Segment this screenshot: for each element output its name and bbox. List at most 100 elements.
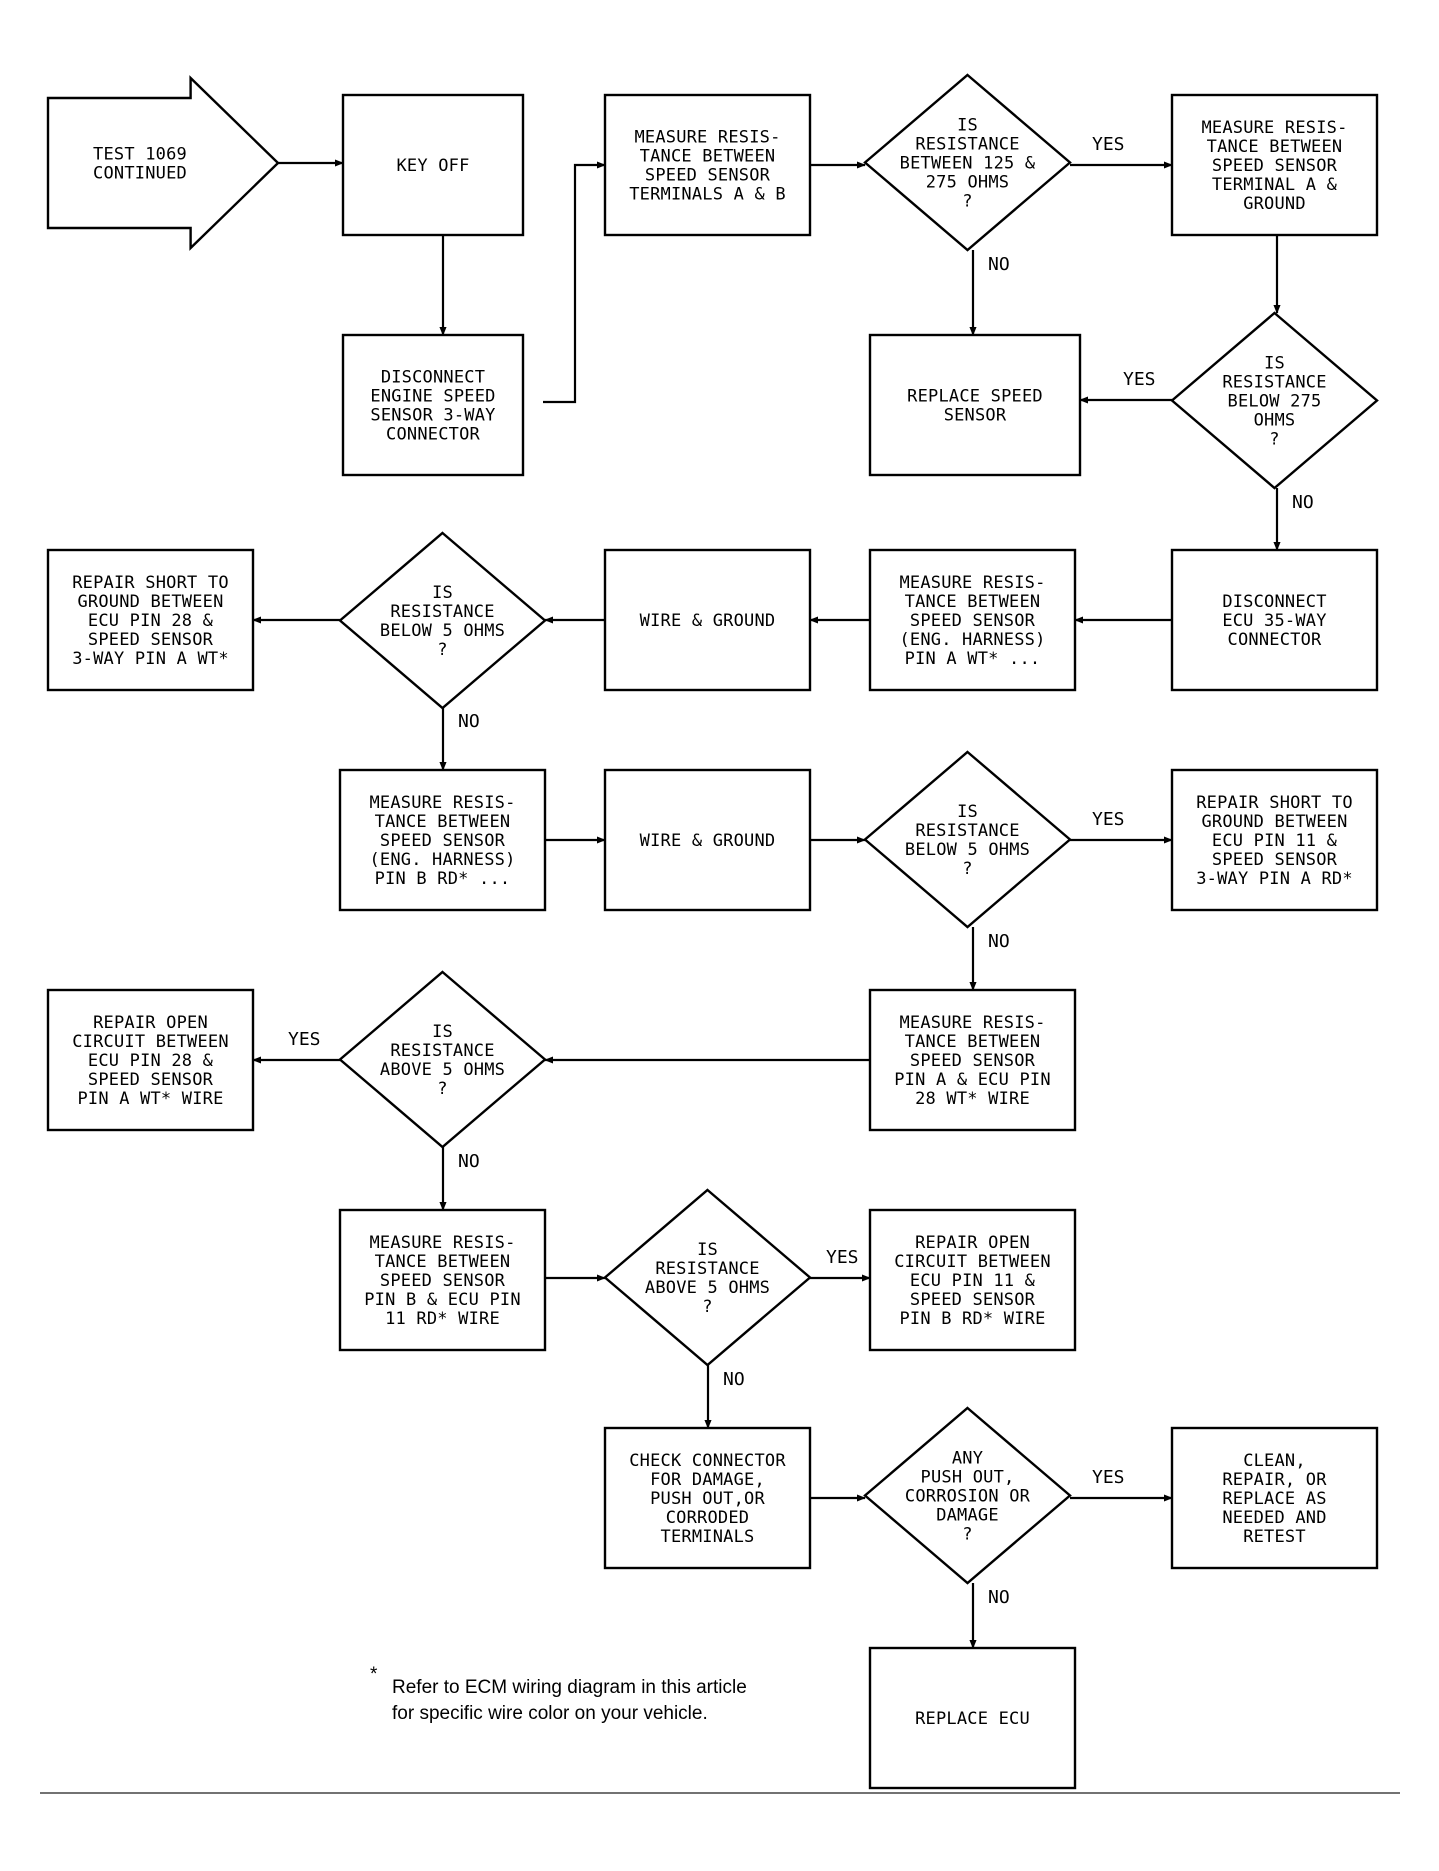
node-text-line: SPEED SENSOR [1212, 850, 1338, 870]
node-text-line: RESISTANCE [390, 602, 494, 622]
node-text-line: MEASURE RESIS- [369, 793, 515, 813]
node-text-line: ABOVE 5 OHMS [380, 1060, 505, 1080]
process-box [868, 988, 1077, 1132]
node-text-line: CIRCUIT BETWEEN [72, 1032, 229, 1052]
node-text-line: PUSH OUT, [921, 1468, 1015, 1488]
node-text-line: TANCE BETWEEN [375, 812, 511, 832]
node-text-line: 11 RD* WIRE [385, 1309, 500, 1329]
process-box [868, 1646, 1077, 1790]
node-text-line: WIRE & GROUND [640, 611, 776, 631]
edge-label-yes: YES [1123, 369, 1156, 390]
node-text-line: DAMAGE [936, 1506, 999, 1526]
edge-disconnect-sensor-to-measure-ab [543, 161, 606, 404]
node-text-line: 28 WT* WIRE [915, 1089, 1030, 1109]
node-text-line: IS [957, 802, 978, 822]
node-text-line: CORRODED [666, 1508, 749, 1528]
node-text-line: TANCE BETWEEN [905, 592, 1041, 612]
node-text-line: REPLACE AS [1222, 1489, 1326, 1509]
node-text-line: MEASURE RESIS- [899, 573, 1045, 593]
node-text-line: ECU PIN 11 & [1212, 831, 1338, 851]
process-box [603, 93, 812, 237]
footnote-line-2: for specific wire color on your vehicle. [392, 1703, 708, 1724]
process-box [341, 93, 525, 237]
node-text-line: CORROSION OR [905, 1487, 1031, 1507]
process-box [603, 548, 812, 692]
node-text-line: PIN B RD* ... [375, 869, 511, 889]
edge-label-yes: YES [826, 1247, 859, 1268]
node-text-line: ECU 35-WAY [1222, 611, 1326, 631]
node-text-line: MEASURE RESIS- [369, 1233, 515, 1253]
start-arrow-shape [46, 75, 280, 251]
process-box [868, 333, 1082, 477]
node-text-line: SPEED SENSOR [380, 1271, 506, 1291]
node-text-line: GROUND [1243, 194, 1306, 214]
node-text-line: IS [432, 1022, 453, 1042]
node-text-line: TANCE BETWEEN [640, 147, 776, 167]
node-text-line: BETWEEN 125 & [900, 154, 1036, 174]
node-text-line: BELOW 5 OHMS [380, 621, 505, 641]
node-text-line: (ENG. HARNESS) [369, 850, 515, 870]
node-text-line: ? [962, 859, 972, 879]
node-text-line: PIN A WT* ... [905, 649, 1041, 669]
node-text-line: MEASURE RESIS- [634, 128, 780, 148]
footnote-marker: * [370, 1664, 378, 1685]
process-box [603, 1426, 812, 1570]
edge-label-no: NO [458, 711, 480, 732]
node-text-line: ? [702, 1297, 712, 1317]
node-text-line: RESISTANCE [390, 1041, 494, 1061]
node-text-line: PIN B RD* WIRE [899, 1309, 1045, 1329]
node-text-line: ECU PIN 11 & [910, 1271, 1036, 1291]
node-text-line: PIN B & ECU PIN [364, 1290, 521, 1310]
process-box [341, 333, 525, 477]
node-text-line: MEASURE RESIS- [899, 1013, 1045, 1033]
process-box [338, 1208, 547, 1352]
node-text-line: REPAIR OPEN [93, 1013, 208, 1033]
node-text-line: ABOVE 5 OHMS [645, 1278, 770, 1298]
node-text-line: REPAIR SHORT TO [1196, 793, 1353, 813]
node-text-line: SPEED SENSOR [88, 630, 214, 650]
node-text-line: ? [437, 1079, 447, 1099]
process-box [46, 548, 255, 692]
node-text-line: GROUND BETWEEN [1201, 812, 1347, 832]
process-box [1170, 1426, 1379, 1570]
process-box [603, 768, 812, 912]
node-text-line: SENSOR 3-WAY [370, 406, 495, 426]
node-text-line: TANCE BETWEEN [1207, 137, 1343, 157]
node-text-line: SPEED SENSOR [88, 1070, 214, 1090]
node-text-line: SPEED SENSOR [910, 1290, 1036, 1310]
node-wire-ground-2: WIRE & GROUND [603, 768, 812, 912]
node-text-line: SPEED SENSOR [910, 1051, 1036, 1071]
node-text-line: (ENG. HARNESS) [899, 630, 1045, 650]
node-text-line: OHMS [1254, 411, 1296, 431]
node-text-line: 3-WAY PIN A WT* [72, 649, 229, 669]
node-text-line: CIRCUIT BETWEEN [894, 1252, 1051, 1272]
process-box [1170, 93, 1379, 237]
node-text-line: ? [437, 640, 447, 660]
edge-label-no: NO [988, 254, 1010, 275]
node-text-line: IS [1264, 354, 1285, 374]
node-text-line: IS [957, 116, 978, 136]
node-text-line: BELOW 275 [1228, 392, 1322, 412]
node-text-line: FOR DAMAGE, [650, 1470, 765, 1490]
footnote: * Refer to ECM wiring diagram in this ar… [370, 1664, 747, 1724]
process-box [868, 548, 1077, 692]
node-text-line: ECU PIN 28 & [88, 611, 214, 631]
node-text-line: KEY OFF [396, 156, 469, 176]
edge-label-yes: YES [1092, 809, 1125, 830]
node-replace-ecu: REPLACE ECU [868, 1646, 1077, 1790]
edge-label-no: NO [988, 931, 1010, 952]
